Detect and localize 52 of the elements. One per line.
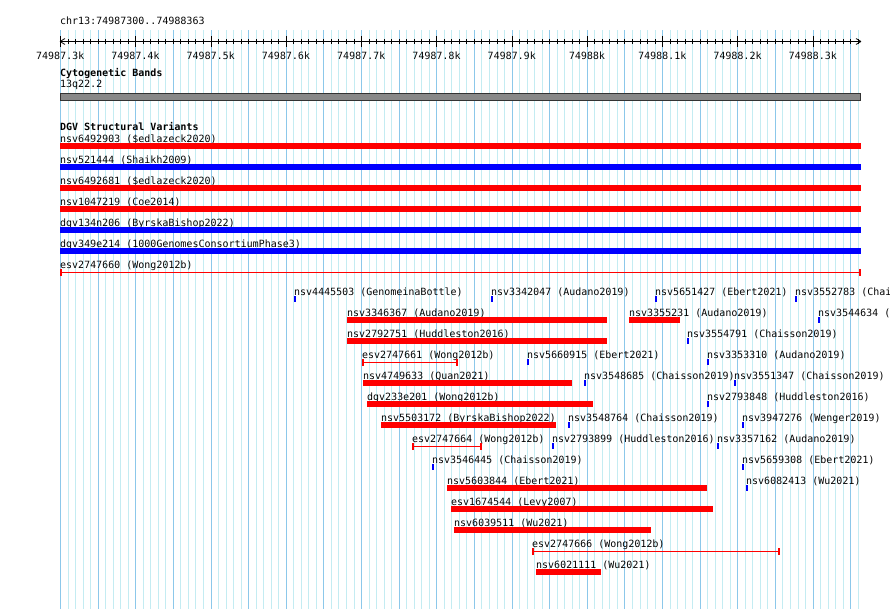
variant-label: nsv3551347 (Chaisson2019) xyxy=(734,371,885,382)
variant-label: nsv2793848 (Huddleston2016) xyxy=(707,392,870,403)
variant-label: nsv3947276 (Wenger2019) xyxy=(742,413,880,424)
variant-label: nsv5659308 (Ebert2021) xyxy=(742,455,874,466)
axis-tick-label: 74987.4k xyxy=(111,51,160,62)
variant-label: esv2747661 (Wong2012b) xyxy=(362,350,494,361)
variant-label: nsv3342047 (Audano2019) xyxy=(491,287,630,298)
variant-label: nsv2793899 (Huddleston2016) xyxy=(552,434,715,445)
variant-label: nsv6039511 (Wu2021) xyxy=(454,518,568,529)
variant-label: nsv3353310 (Audano2019) xyxy=(707,350,846,361)
variant-label: nsv5660915 (Ebert2021) xyxy=(527,350,660,361)
axis-tick-label: 74988.2k xyxy=(713,51,762,62)
variant-label: nsv3544634 ( xyxy=(818,308,890,319)
variant-label: nsv6082413 (Wu2021) xyxy=(746,476,860,487)
variant-label: nsv4749633 (Quan2021) xyxy=(363,371,490,382)
variant-label: esv2747664 (Wong2012b) xyxy=(412,434,544,445)
axis-tick-label: 74987.8k xyxy=(412,51,460,62)
variant-label: nsv6021111 (Wu2021) xyxy=(536,560,650,571)
axis-tick-label: 74987.6k xyxy=(262,51,310,62)
axis-tick-label: 74988k xyxy=(568,51,605,62)
variant-label: nsv2792751 (Huddleston2016) xyxy=(347,329,510,340)
variant-label: dgv134n206 (ByrskaBishop2022) xyxy=(60,218,235,229)
variant-label: nsv5651427 (Ebert2021) xyxy=(655,287,788,298)
variant-label: nsv3554791 (Chaisson2019) xyxy=(687,329,838,340)
variant-label: esv2747666 (Wong2012b) xyxy=(532,539,664,550)
band-label: 13q22.2 xyxy=(60,79,102,90)
variant-label: nsv6492903 ($edlazeck2020) xyxy=(60,134,217,145)
variant-label: nsv3346367 (Audano2019) xyxy=(347,308,486,319)
axis-tick-label: 74987.9k xyxy=(488,51,536,62)
variant-label: nsv3355231 (Audano2019) xyxy=(629,308,768,319)
variant-label: esv2747660 (Wong2012b) xyxy=(60,260,192,271)
track-title: DGV Structural Variants xyxy=(60,122,198,133)
variant-label: nsv3548685 (Chaisson2019) xyxy=(584,371,735,382)
variant-label: nsv3548764 (Chaisson2019) xyxy=(568,413,719,424)
axis-tick-label: 74987.7k xyxy=(337,51,386,62)
variant-label: nsv5503172 (ByrskaBishop2022) xyxy=(381,413,556,424)
axis-tick-label: 74988.3k xyxy=(788,51,837,62)
variant-label: nsv521444 (Shaikh2009) xyxy=(60,155,192,166)
variant-label: nsv3546445 (Chaisson2019) xyxy=(432,455,583,466)
axis-tick-label: 74988.1k xyxy=(638,51,686,62)
variant-label: dgv349e214 (1000GenomesConsortiumPhase3) xyxy=(60,239,301,250)
track-title: Cytogenetic Bands xyxy=(60,68,162,79)
axis-tick-label: 74987.5k xyxy=(186,51,235,62)
variant-label: dgv233e201 (Wong2012b) xyxy=(367,392,500,403)
axis-tick-label: 74987.3k xyxy=(36,51,84,62)
variant-label: nsv4445503 (GenomeinaBottle) xyxy=(294,287,463,298)
variant-label: esv1674544 (Levy2007) xyxy=(451,497,578,508)
variant-label: nsv5603844 (Ebert2021) xyxy=(447,476,580,487)
region-label: chr13:74987300..74988363 xyxy=(60,16,204,27)
variant-label: nsv3357162 (Audano2019) xyxy=(717,434,856,445)
variant-label: nsv1047219 (Coe2014) xyxy=(60,197,180,208)
variant-label: nsv6492681 ($edlazeck2020) xyxy=(60,176,217,187)
